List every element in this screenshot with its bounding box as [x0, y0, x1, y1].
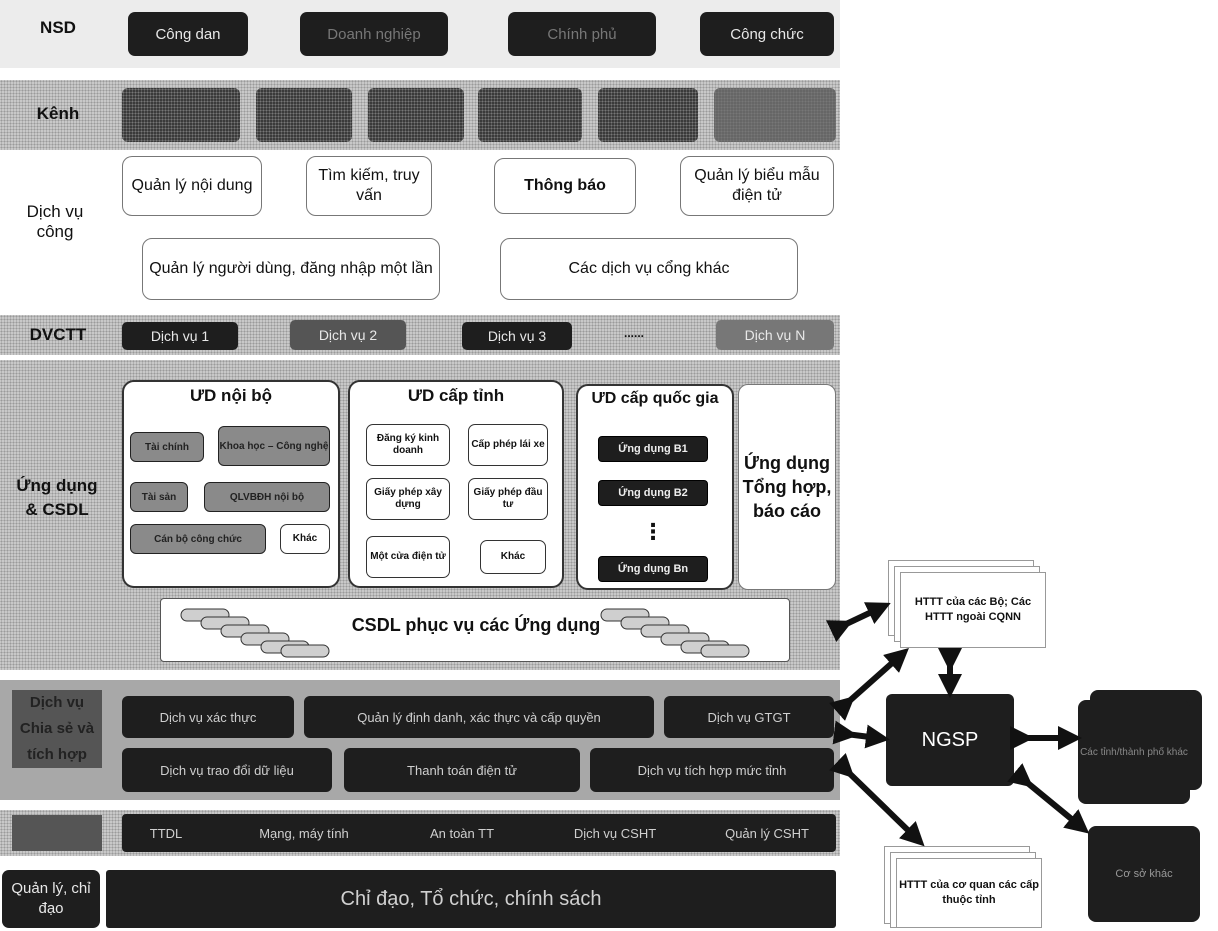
kenh-channel-6	[714, 88, 836, 142]
ud-quoc-gia-b1: Ứng dụng B1	[598, 436, 708, 462]
csdl-box: CSDL phục vụ các Ứng dụng	[160, 598, 790, 662]
service-quan-ly-nguoi-dung: Quản lý người dùng, đăng nhập một lần	[142, 238, 440, 300]
ud-noi-bo-khac: Khác	[280, 524, 330, 554]
row-label-management: Quản lý, chỉ đạo	[2, 870, 100, 928]
kenh-channel-1	[122, 88, 240, 142]
arrow-ngsp-co-so-khac	[1007, 763, 1090, 834]
nsd-chinh-phu: Chính phủ	[508, 12, 656, 56]
ud-tinh-mot-cua: Một cửa điện tử	[366, 536, 450, 578]
dvctt-dich-vu-2: Dịch vụ 2	[290, 320, 406, 350]
sharing-tich-hop-muc-tinh: Dịch vụ tích hợp mức tỉnh	[590, 748, 834, 792]
arrow-sharing-httt-bo	[829, 648, 909, 721]
row-label-dvctt: DVCTT	[29, 325, 87, 344]
ud-noi-bo-tai-san: Tài sản	[130, 482, 188, 512]
kenh-channel-2	[256, 88, 352, 142]
group-ud-quoc-gia-title: ƯD cấp quốc gia	[591, 390, 719, 407]
row-label-sharing: Dịch vụ Chia sẻ và tích hợp	[12, 690, 102, 768]
infra-mang-may-tinh: Mạng, máy tính	[259, 825, 349, 841]
sharing-quan-ly-dinh-danh: Quản lý định danh, xác thực và cấp quyền	[304, 696, 654, 738]
nsd-cong-dan: Công dan	[128, 12, 248, 56]
row-label-infra	[12, 815, 102, 851]
service-thong-bao: Thông báo	[494, 158, 636, 214]
arrow-csdl-httt-bo	[826, 602, 891, 642]
ud-tinh-khac: Khác	[480, 540, 546, 574]
infra-ttdl: TTDL	[149, 825, 183, 841]
ud-noi-bo-qlvbdh: QLVBĐH nội bộ	[204, 482, 330, 512]
service-quan-ly-noi-dung: Quản lý nội dung	[122, 156, 262, 216]
row-label-nsd: NSD	[40, 18, 76, 37]
kenh-channel-5	[598, 88, 698, 142]
ud-noi-bo-can-bo: Cán bộ công chức	[130, 524, 266, 554]
infra-dich-vu-csht: Dịch vụ CSHT	[573, 825, 657, 841]
httt-bo-label: HTTT của các Bộ; Các HTTT ngoài CQNN	[914, 596, 1032, 623]
nsd-cong-chuc: Công chức	[700, 12, 834, 56]
group-ud-noi-bo-title: ƯD nội bộ	[189, 386, 273, 405]
ud-quoc-gia-b2: Ứng dụng B2	[598, 480, 708, 506]
infra-an-toan: An toàn TT	[429, 825, 495, 841]
kenh-channel-3	[368, 88, 464, 142]
nsd-doanh-nghiep: Doanh nghiệp	[300, 12, 448, 56]
arrow-sharing-ngsp	[832, 720, 890, 749]
group-ud-cap-tinh-title: ƯD cấp tỉnh	[407, 386, 505, 405]
row-label-kenh: Kênh	[36, 104, 80, 123]
ud-tinh-giay-phep-dau-tu: Giấy phép đầu tư	[468, 478, 548, 520]
dvctt-dich-vu-3: Dịch vụ 3	[462, 322, 572, 350]
management-bar: Chỉ đạo, Tổ chức, chính sách	[106, 870, 836, 928]
service-cac-dich-vu-khac: Các dịch vụ cổng khác	[500, 238, 798, 300]
httt-tinh-box: HTTT của cơ quan các cấp thuộc tỉnh	[896, 858, 1042, 928]
ud-quoc-gia-bn: Ứng dụng Bn	[598, 556, 708, 582]
co-so-khac-box: Cơ sở khác	[1088, 826, 1200, 922]
csdl-label: CSDL phục vụ các Ứng dụng	[351, 615, 601, 635]
arrow-sharing-httt-tinh	[829, 753, 925, 847]
row-label-ud-csdl: Ứng dụng & CSDL	[16, 476, 98, 519]
ud-tinh-cap-phep-lai-xe: Cấp phép lái xe	[468, 424, 548, 466]
infra-quan-ly-csht: Quản lý CSHT	[725, 825, 809, 841]
infra-bar	[122, 814, 836, 852]
kenh-channel-4	[478, 88, 582, 142]
ud-quoc-gia-vdots: ⋮	[642, 519, 664, 544]
httt-tinh-label: HTTT của cơ quan các cấp thuộc tỉnh	[899, 879, 1039, 906]
sharing-xac-thuc: Dịch vụ xác thực	[122, 696, 294, 738]
dvctt-dich-vu-1: Dịch vụ 1	[122, 322, 238, 350]
dvctt-ellipsis: ......	[623, 326, 644, 340]
service-tim-kiem: Tìm kiếm, truy vấn	[306, 156, 432, 216]
ud-tong-hop-label: Ứng dụng Tổng hợp, báo cáo	[742, 453, 832, 521]
httt-bo-box: HTTT của các Bộ; Các HTTT ngoài CQNN	[900, 572, 1046, 648]
cac-tinh-box: Các tỉnh/thành phố khác	[1078, 700, 1190, 804]
sharing-trao-doi-du-lieu: Dịch vụ trao đổi dữ liệu	[122, 748, 332, 792]
service-quan-ly-bieu-mau: Quản lý biểu mẫu điện tử	[680, 156, 834, 216]
ud-noi-bo-khoa-hoc: Khoa học – Công nghệ	[218, 426, 330, 466]
ud-tinh-dang-ky-kinh-doanh: Đăng ký kinh doanh	[366, 424, 450, 466]
dvctt-dich-vu-n: Dịch vụ N	[716, 320, 834, 350]
sharing-gtgt: Dịch vụ GTGT	[664, 696, 834, 738]
group-ud-tong-hop: Ứng dụng Tổng hợp, báo cáo	[738, 384, 836, 590]
ud-tinh-giay-phep-xay-dung: Giấy phép xây dựng	[366, 478, 450, 520]
database-stack-icon	[180, 608, 750, 658]
sharing-thanh-toan: Thanh toán điện tử	[344, 748, 580, 792]
ud-noi-bo-tai-chinh: Tài chính	[130, 432, 204, 462]
row-label-dich-vu-cong: Dịch vụ công	[26, 202, 84, 241]
